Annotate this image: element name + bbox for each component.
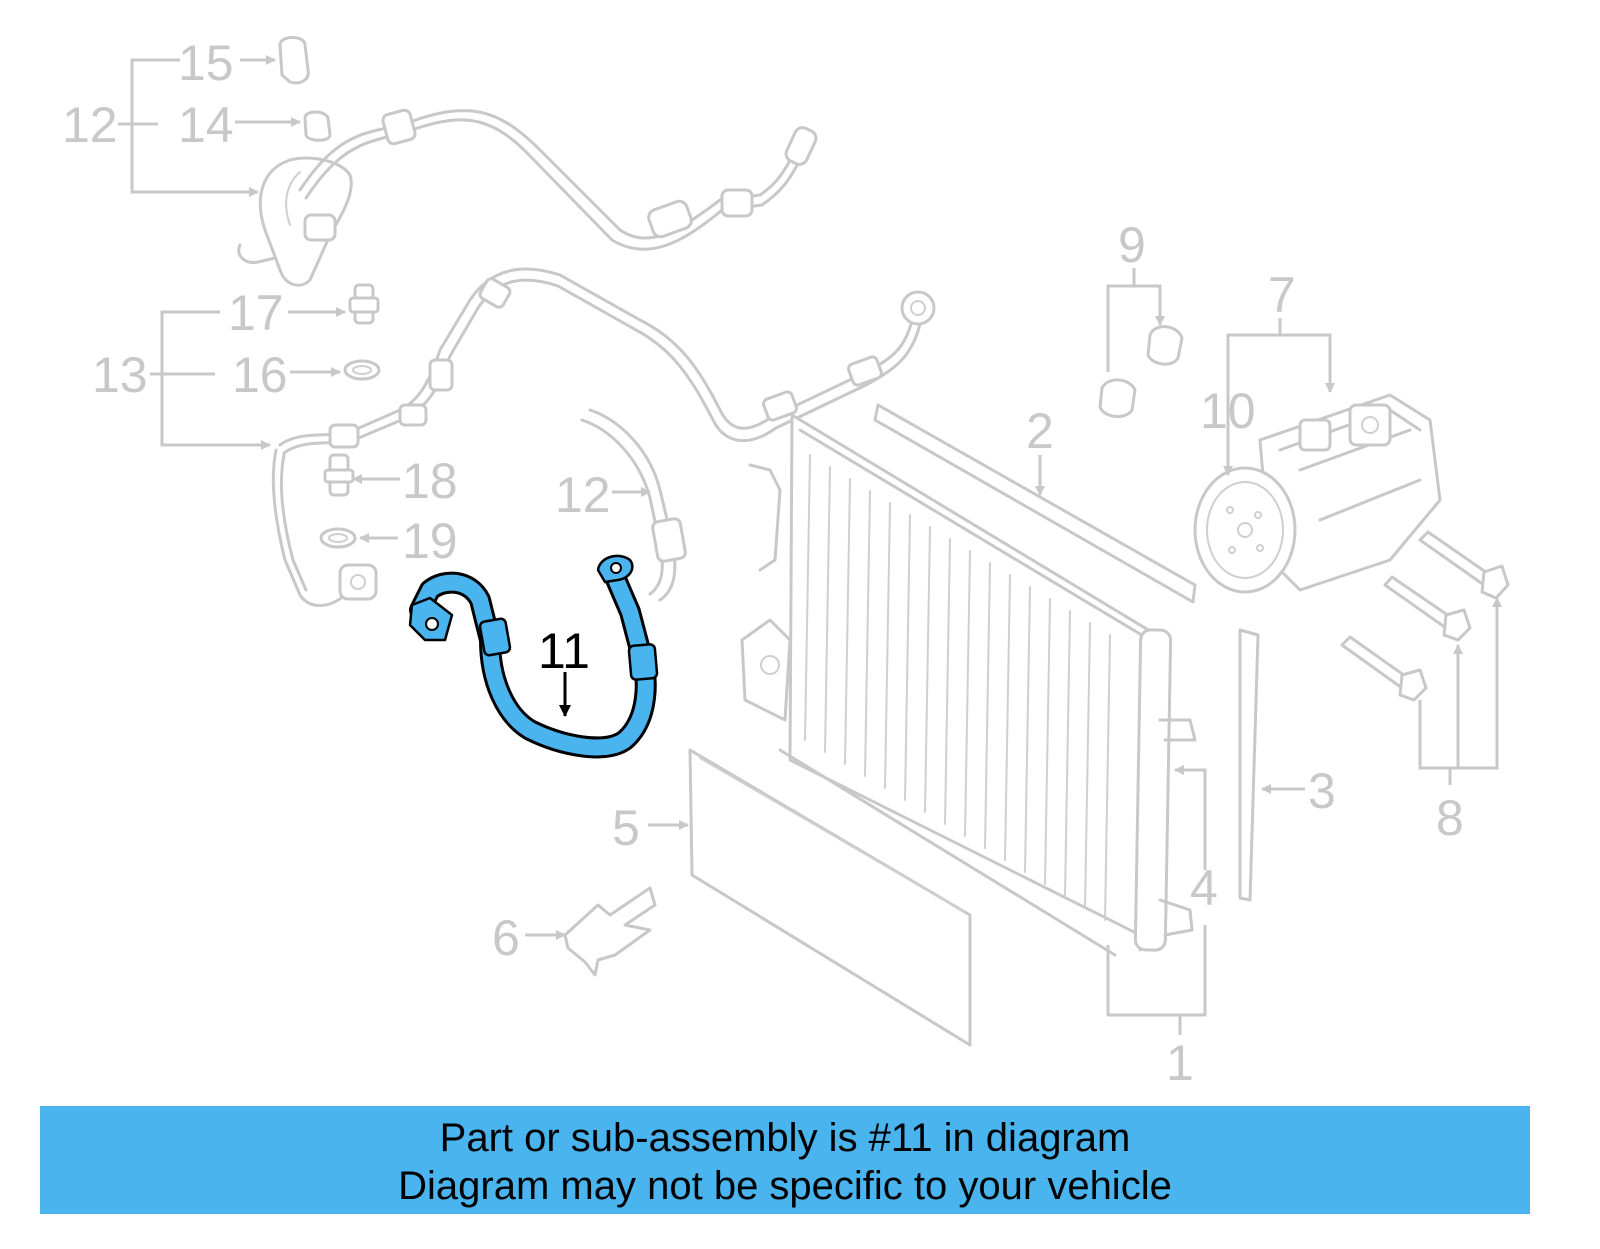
seal-strip-3 bbox=[1238, 628, 1260, 902]
callout-17: 17 bbox=[228, 285, 284, 341]
callout-15: 15 bbox=[178, 35, 234, 91]
callout-19: 19 bbox=[402, 513, 458, 569]
callout-14: 14 bbox=[178, 97, 234, 153]
lower-hose-12 bbox=[580, 408, 687, 602]
small-components bbox=[278, 36, 381, 549]
callout-12-upper: 12 bbox=[62, 97, 118, 153]
highlighted-hose-11 bbox=[408, 554, 659, 759]
panel-5 bbox=[688, 748, 972, 1047]
callout-18: 18 bbox=[402, 453, 458, 509]
leader-lines bbox=[118, 55, 1502, 1035]
callout-8: 8 bbox=[1436, 790, 1464, 846]
callout-1: 1 bbox=[1166, 1035, 1194, 1091]
callout-6: 6 bbox=[492, 910, 520, 966]
callout-10: 10 bbox=[1200, 383, 1256, 439]
bolts-8 bbox=[1340, 530, 1510, 702]
callout-12-lower: 12 bbox=[555, 467, 611, 523]
caps-9 bbox=[1098, 325, 1184, 418]
callout-4: 4 bbox=[1190, 860, 1218, 916]
callout-5: 5 bbox=[612, 800, 640, 856]
bracket-6 bbox=[563, 886, 657, 977]
callout-16: 16 bbox=[232, 347, 288, 403]
banner-line-2: Diagram may not be specific to your vehi… bbox=[398, 1164, 1172, 1208]
callout-3: 3 bbox=[1308, 763, 1336, 819]
condenser bbox=[740, 413, 1197, 957]
callout-9: 9 bbox=[1118, 217, 1146, 273]
info-banner: Part or sub-assembly is #11 in diagram D… bbox=[40, 1106, 1530, 1214]
middle-hose-assembly bbox=[271, 267, 936, 607]
banner-line-1: Part or sub-assembly is #11 in diagram bbox=[439, 1116, 1131, 1160]
callout-13: 13 bbox=[92, 347, 148, 403]
callout-2: 2 bbox=[1026, 403, 1054, 459]
seal-strip-2 bbox=[873, 403, 1197, 604]
callout-labels: 15 12 14 17 13 16 18 19 12 9 7 10 2 3 8 … bbox=[62, 35, 1464, 1091]
upper-hose-assembly bbox=[237, 108, 818, 287]
callout-11: 11 bbox=[538, 623, 590, 679]
compressor-10 bbox=[1193, 393, 1442, 594]
callout-7: 7 bbox=[1268, 267, 1296, 323]
